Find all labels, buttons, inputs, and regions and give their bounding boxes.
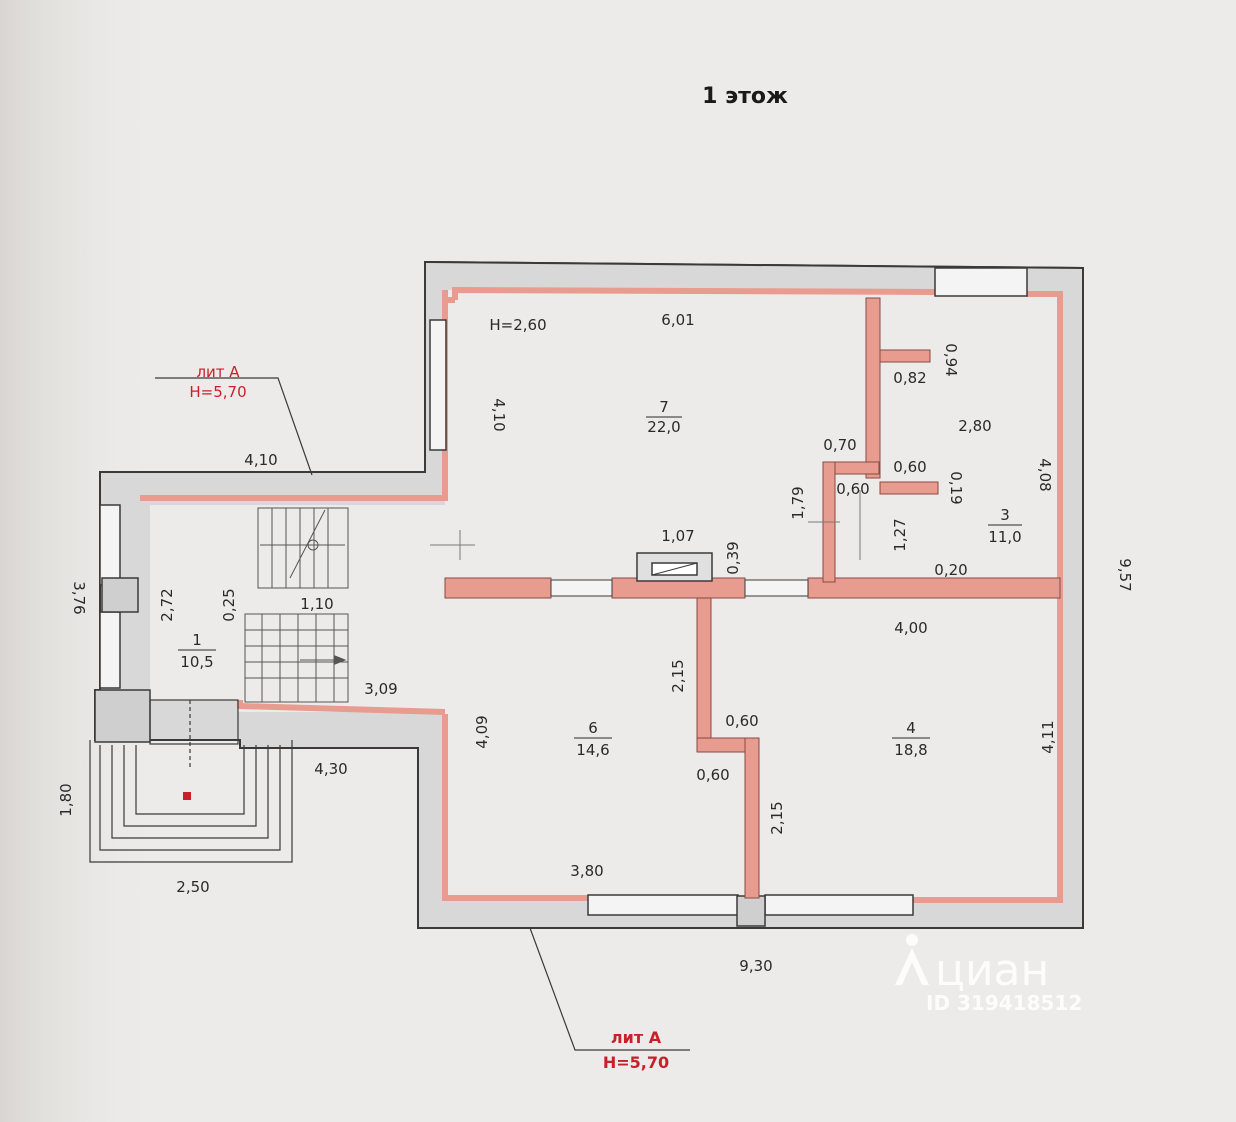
lit-top-line2: H=5,70 xyxy=(189,383,246,401)
dim-top-601: 6,01 xyxy=(661,311,694,329)
dim-9-57: 9,57 xyxy=(1116,558,1134,591)
dimension-guides xyxy=(430,490,861,560)
chimney xyxy=(636,552,713,582)
dim-2-72: 2,72 xyxy=(158,588,176,621)
door-room6 xyxy=(550,579,613,597)
dim-2-15a: 2,15 xyxy=(669,659,687,692)
dim-0-60c: 0,60 xyxy=(725,712,758,730)
room-1: 1 10,5 xyxy=(178,631,216,671)
room-4-area: 18,8 xyxy=(894,741,927,759)
room-7-number: 7 xyxy=(659,398,669,416)
room-4-number: 4 xyxy=(906,719,916,737)
dim-4-09: 4,09 xyxy=(473,715,491,748)
watermark: циан ID 319418512 xyxy=(895,934,1082,1015)
dim-4-10: 4,10 xyxy=(490,398,508,431)
dim-0-20: 0,20 xyxy=(934,561,967,579)
dim-0-70: 0,70 xyxy=(823,436,856,454)
room-3: 3 11,0 xyxy=(988,506,1022,546)
dim-0-60b: 0,60 xyxy=(836,480,869,498)
room-3-area: 11,0 xyxy=(988,528,1021,546)
dim-3-80: 3,80 xyxy=(570,862,603,880)
dim-1-80: 1,80 xyxy=(57,783,75,816)
room-1-number: 1 xyxy=(192,631,202,649)
dim-2-80: 2,80 xyxy=(958,417,991,435)
lit-bottom-line1: лит А xyxy=(611,1028,662,1047)
dim-1-79: 1,79 xyxy=(789,486,807,519)
room-7-area: 22,0 xyxy=(647,418,680,436)
dim-9-30: 9,30 xyxy=(739,957,772,975)
dim-1-07: 1,07 xyxy=(661,527,694,545)
dim-3-76: 3,76 xyxy=(70,581,88,614)
lit-top-line1: лит А xyxy=(196,363,240,381)
dim-0-25: 0,25 xyxy=(220,588,238,621)
dim-0-39: 0,39 xyxy=(724,541,742,574)
dim-2-50: 2,50 xyxy=(176,878,209,896)
wall-block-corner xyxy=(94,689,151,743)
room-6-area: 14,6 xyxy=(576,741,609,759)
staircase xyxy=(244,507,349,703)
room-4: 4 18,8 xyxy=(892,719,930,759)
leader-lines xyxy=(155,377,690,1051)
room-1-area: 10,5 xyxy=(180,653,213,671)
dim-4-00: 4,00 xyxy=(894,619,927,637)
floor-title: 1 этож xyxy=(702,84,788,109)
porch xyxy=(89,699,293,863)
wall-blocks xyxy=(94,577,766,927)
ceiling-height-label: H=2,60 xyxy=(489,316,546,334)
dim-0-82: 0,82 xyxy=(893,369,926,387)
window-top xyxy=(934,267,1028,297)
dim-1-27: 1,27 xyxy=(891,518,909,551)
lit-bottom-line2: H=5,70 xyxy=(603,1053,669,1072)
dim-0-60a: 0,60 xyxy=(893,458,926,476)
dim-4-11: 4,11 xyxy=(1039,720,1057,753)
partitions xyxy=(444,297,1061,899)
room-6: 6 14,6 xyxy=(574,719,612,759)
watermark-brand: циан xyxy=(935,945,1049,996)
room-6-number: 6 xyxy=(588,719,598,737)
dim-0-60d: 0,60 xyxy=(696,766,729,784)
window-left-room7 xyxy=(429,319,447,451)
dim-1-10: 1,10 xyxy=(300,595,333,613)
watermark-id: ID 319418512 xyxy=(926,991,1082,1015)
dim-0-19: 0,19 xyxy=(947,471,965,504)
dim-4-30: 4,30 xyxy=(314,760,347,778)
door-room4 xyxy=(744,579,809,597)
cian-logo-icon xyxy=(895,934,929,985)
wall-block-bottom xyxy=(736,895,766,927)
dim-4-10b: 4,10 xyxy=(244,451,277,469)
window-bottom-right xyxy=(764,894,914,916)
dim-0-94: 0,94 xyxy=(942,343,960,376)
dim-2-15b: 2,15 xyxy=(768,801,786,834)
room-7: 7 22,0 xyxy=(646,398,682,436)
wall-block-left xyxy=(101,577,139,613)
window-left-top xyxy=(99,504,121,586)
dim-3-09: 3,09 xyxy=(364,680,397,698)
dim-4-08: 4,08 xyxy=(1036,458,1054,491)
room-3-number: 3 xyxy=(1000,506,1010,524)
windows xyxy=(99,267,1028,916)
doors xyxy=(550,579,809,597)
window-bottom-left xyxy=(587,894,739,916)
window-left-bottom xyxy=(99,611,121,689)
